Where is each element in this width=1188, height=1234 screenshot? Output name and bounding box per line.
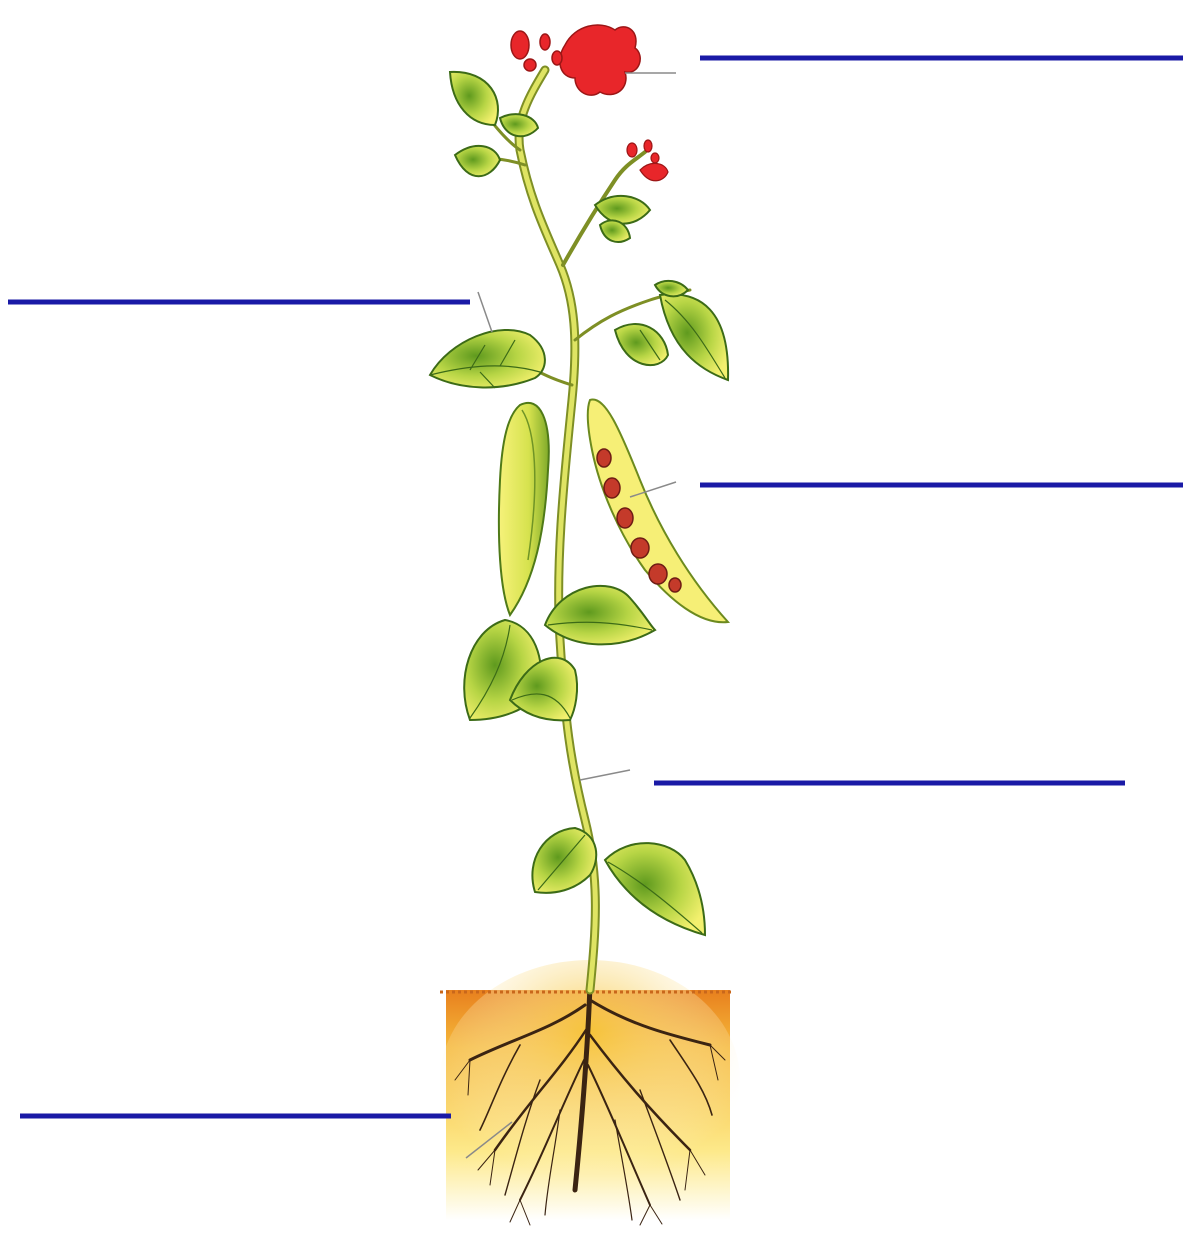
flower-cluster-top xyxy=(511,25,640,95)
flowers xyxy=(511,25,668,181)
